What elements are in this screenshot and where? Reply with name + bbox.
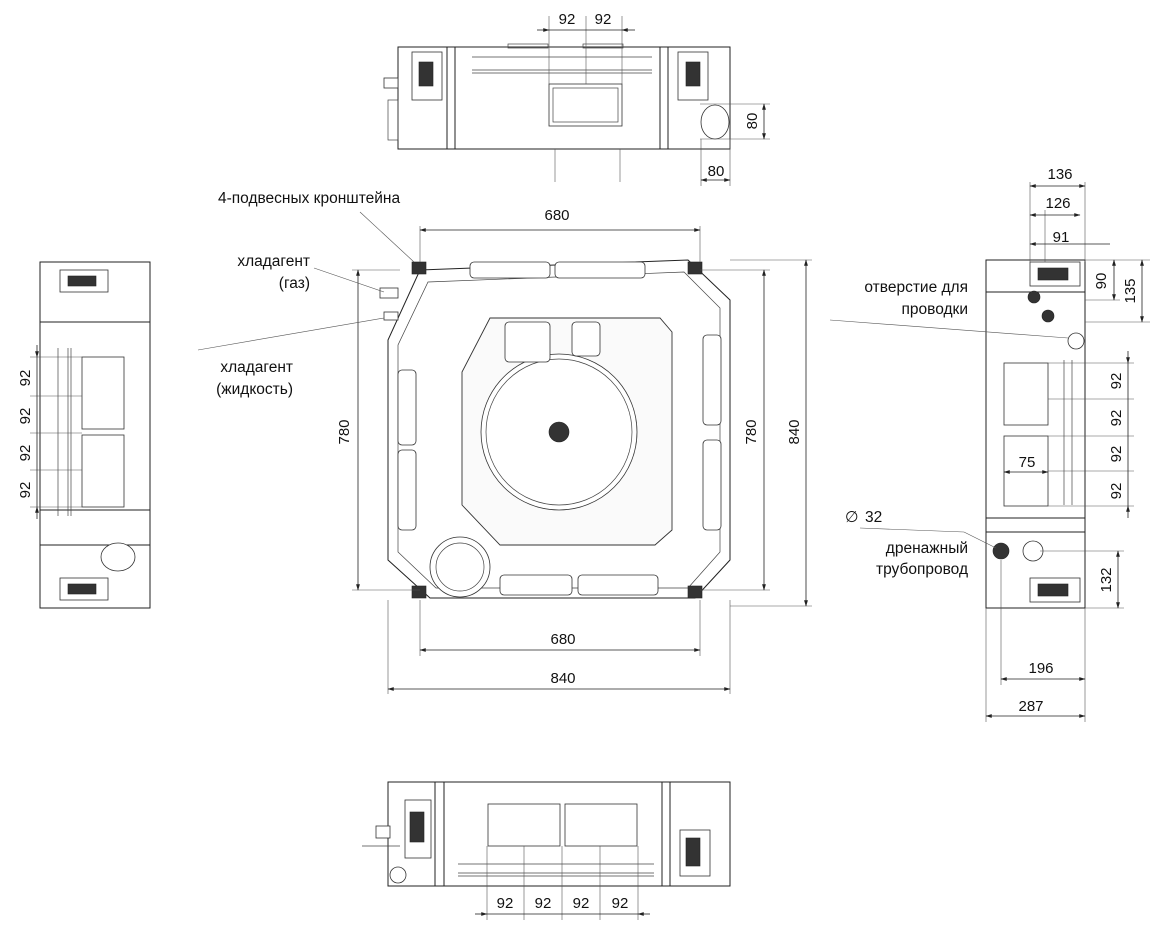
main-dim-680-bottom: 680 bbox=[550, 631, 575, 648]
left-dim-92-4: 92 bbox=[17, 482, 34, 499]
right-dim-91: 91 bbox=[1053, 229, 1070, 246]
label-hanger-brackets: 4-подвесных кронштейна bbox=[218, 190, 400, 207]
top-dim-92-a: 92 bbox=[559, 11, 576, 28]
right-dim-92-3: 92 bbox=[1108, 446, 1125, 463]
right-dim-75: 75 bbox=[1019, 454, 1036, 471]
main-dim-840-height: 840 bbox=[786, 419, 803, 444]
label-diameter-symbol: ∅ bbox=[845, 509, 859, 526]
right-dim-136: 136 bbox=[1047, 166, 1072, 183]
left-dims: 92 92 92 92 bbox=[17, 345, 82, 519]
left-side-view: 92 92 92 92 bbox=[17, 261, 151, 609]
main-dim-780-right: 780 bbox=[743, 419, 760, 444]
right-dim-287: 287 bbox=[1018, 698, 1043, 715]
right-dim-92-1: 92 bbox=[1108, 373, 1125, 390]
top-dim-80-horizontal: 80 bbox=[708, 163, 725, 180]
right-dim-92-2: 92 bbox=[1108, 410, 1125, 427]
label-wiring-hole-1: отверстие для bbox=[864, 279, 968, 296]
main-plan-view: 680 680 840 780 780 840 bbox=[197, 207, 812, 694]
label-drain-pipe-1: дренажный bbox=[886, 540, 968, 557]
label-drain-diameter: 32 bbox=[865, 509, 882, 526]
label-wiring-hole-2: проводки bbox=[902, 301, 968, 318]
left-dim-92-3: 92 bbox=[17, 445, 34, 462]
left-dim-92-1: 92 bbox=[17, 370, 34, 387]
label-refrigerant-gas-2: (газ) bbox=[279, 275, 310, 292]
right-dim-126: 126 bbox=[1045, 195, 1070, 212]
right-dim-196: 196 bbox=[1028, 660, 1053, 677]
top-view: 92 92 80 80 bbox=[383, 11, 770, 186]
top-dim-92-b: 92 bbox=[595, 11, 612, 28]
label-refrigerant-liquid-1: хладагент bbox=[220, 359, 293, 376]
label-drain-pipe-2: трубопровод bbox=[876, 561, 968, 578]
right-dim-90: 90 bbox=[1093, 273, 1110, 290]
main-dim-680-top: 680 bbox=[544, 207, 569, 224]
right-side-view: 136 126 91 90 135 92 92 92 92 75 132 bbox=[829, 166, 1150, 722]
bottom-view: 92 92 92 92 bbox=[362, 781, 731, 920]
bottom-dim-92-3: 92 bbox=[573, 895, 590, 912]
right-dim-135: 135 bbox=[1122, 278, 1139, 303]
label-refrigerant-gas-1: хладагент bbox=[237, 253, 310, 270]
right-dim-92-4: 92 bbox=[1108, 483, 1125, 500]
label-refrigerant-liquid-2: (жидкость) bbox=[216, 381, 293, 398]
left-dim-92-2: 92 bbox=[17, 408, 34, 425]
top-dim-80-vertical: 80 bbox=[744, 113, 761, 130]
right-dim-132: 132 bbox=[1098, 567, 1115, 592]
main-dim-780-left: 780 bbox=[336, 419, 353, 444]
bottom-dim-92-1: 92 bbox=[497, 895, 514, 912]
bottom-dim-92-4: 92 bbox=[612, 895, 629, 912]
bottom-dim-92-2: 92 bbox=[535, 895, 552, 912]
main-dim-840-width: 840 bbox=[550, 670, 575, 687]
